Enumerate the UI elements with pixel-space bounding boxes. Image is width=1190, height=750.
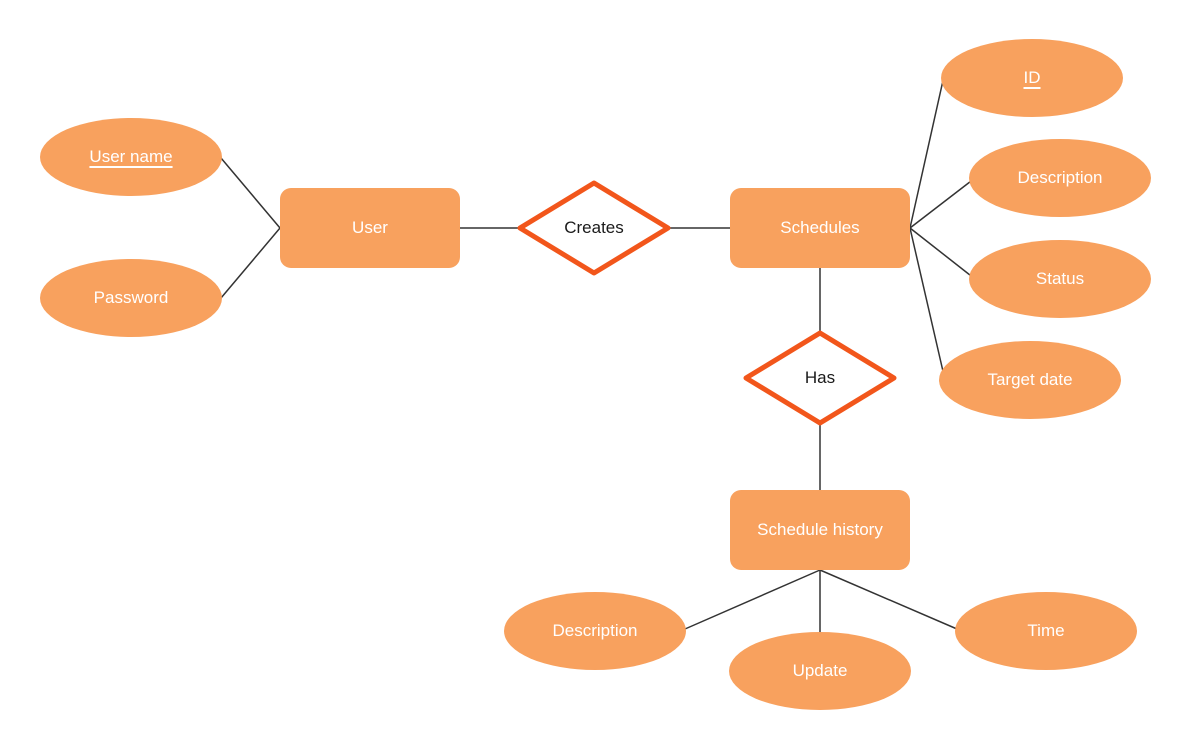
connector-password-user xyxy=(220,227,281,299)
attribute-update: Update xyxy=(729,632,911,710)
relationship-creates: Creates xyxy=(515,178,673,278)
attribute-time-label: Time xyxy=(1027,620,1065,640)
relationship-has: Has xyxy=(741,328,899,428)
connector-schedules-targetdate xyxy=(909,227,946,381)
entity-user-label: User xyxy=(352,217,388,237)
diamond-shape xyxy=(743,330,897,426)
diamond-shape xyxy=(517,180,671,276)
entity-schedule-history: Schedule history xyxy=(730,490,910,570)
connector-schedules-description xyxy=(909,177,976,229)
attribute-user-name: User name xyxy=(40,118,222,196)
attribute-target-date: Target date xyxy=(939,341,1121,419)
attribute-id-label: ID xyxy=(1023,67,1041,87)
relationship-creates-label: Creates xyxy=(564,217,624,237)
attribute-status-label: Status xyxy=(1035,268,1085,288)
connector-schedules-id xyxy=(909,75,945,229)
connector-history-time xyxy=(819,569,958,630)
entity-schedules: Schedules xyxy=(730,188,910,268)
attribute-password-label: Password xyxy=(93,287,169,307)
attribute-id: ID xyxy=(941,39,1123,117)
entity-user: User xyxy=(280,188,460,268)
attribute-password: Password xyxy=(40,259,222,337)
attribute-time: Time xyxy=(955,592,1137,670)
relationship-has-label: Has xyxy=(804,367,836,387)
attribute-history-description: Description xyxy=(504,592,686,670)
attribute-update-label: Update xyxy=(792,660,848,680)
connector-username-user xyxy=(220,157,281,229)
connector-history-description xyxy=(684,569,821,630)
entity-schedule-history-label: Schedule history xyxy=(757,519,883,539)
connector-schedules-status xyxy=(909,227,976,280)
attribute-user-name-label: User name xyxy=(89,146,173,166)
attribute-schedules-description-label: Description xyxy=(1017,167,1103,187)
attribute-status: Status xyxy=(969,240,1151,318)
attribute-history-description-label: Description xyxy=(552,620,638,640)
entity-schedules-label: Schedules xyxy=(780,217,860,237)
attribute-schedules-description: Description xyxy=(969,139,1151,217)
attribute-target-date-label: Target date xyxy=(987,369,1073,389)
